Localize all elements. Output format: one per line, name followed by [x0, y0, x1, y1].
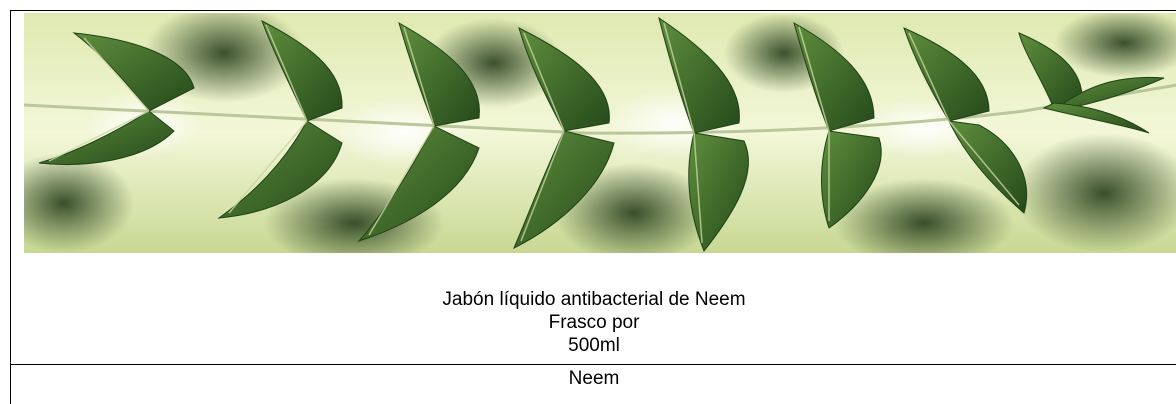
footer-label: Neem	[568, 368, 620, 389]
document-table: Jabón líquido antibacterial de Neem Fras…	[10, 10, 1176, 404]
product-name: Jabón líquido antibacterial de Neem	[442, 289, 746, 310]
neem-leaves-image	[24, 13, 1176, 253]
product-container: Frasco por	[548, 312, 640, 333]
neem-leaves-illustration	[24, 13, 1176, 253]
product-volume: 500ml	[568, 335, 620, 356]
table-divider	[11, 364, 1176, 365]
